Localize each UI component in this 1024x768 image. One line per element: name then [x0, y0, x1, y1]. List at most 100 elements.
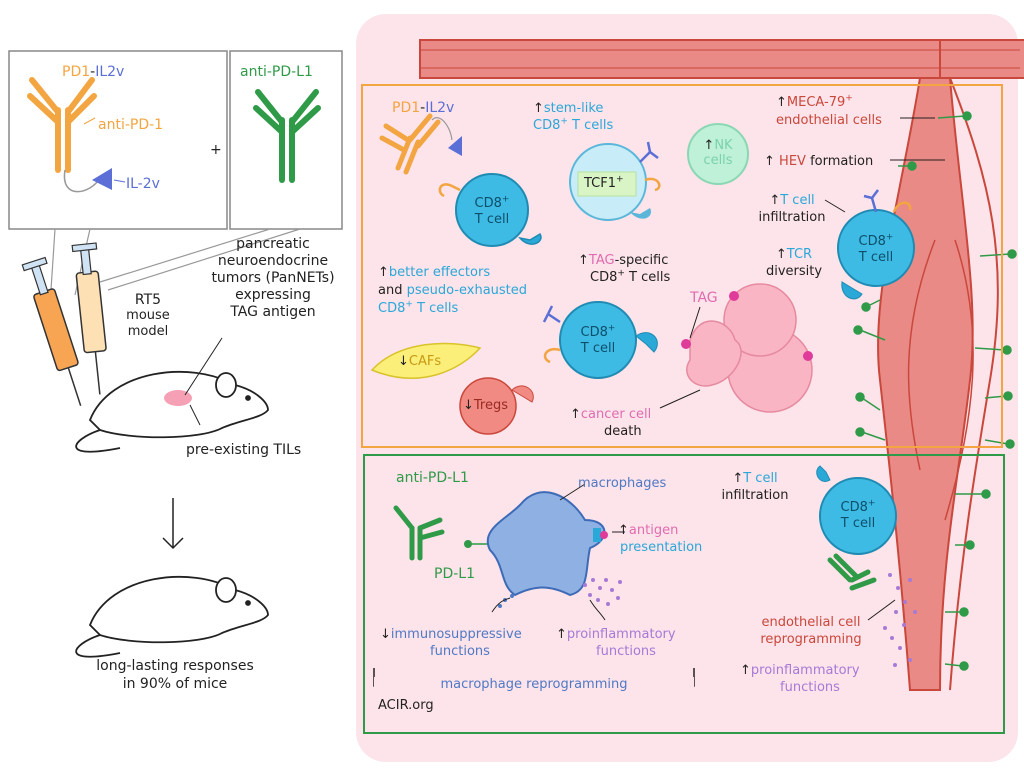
acir-label: ACIR.org [378, 698, 434, 713]
pdl1-label: PD-L1 [434, 566, 475, 582]
cd8-b-text: CD8 [580, 325, 608, 340]
stem-text-3: T cells [567, 118, 614, 133]
cd8-d-text-2: T cell [840, 516, 876, 531]
model-line-1: RT5 [134, 292, 162, 308]
tcell-inf-line-1: T cell [744, 192, 840, 209]
hev-label: HEV formation [764, 154, 873, 170]
immuno-line-1: immunosuppressive [380, 626, 540, 643]
outcome-label: long-lasting responses in 90% of mice [70, 657, 280, 693]
blood-vessel-top [419, 39, 1024, 79]
pd1-label-2: PD1 [392, 100, 421, 116]
tumor-line-2: neuroendocrine [217, 253, 329, 269]
better-line-2: and pseudo-exhausted [378, 282, 527, 300]
macrophage-dots [583, 578, 622, 606]
dash-2: - [420, 100, 426, 116]
better-text-3b: T cells [412, 301, 459, 316]
antigen-line-1: antigen [618, 522, 702, 539]
anti-pd1-label: anti-PD-1 [98, 117, 164, 133]
mouse-icon [75, 370, 269, 453]
stem-like-label: stem-like CD8+ T cells [533, 100, 613, 134]
tag-spec-line-2: CD8+ T cells [578, 269, 670, 286]
tag-spec-line-1: TAG-specific [578, 252, 670, 269]
down-arrow-icon [162, 498, 184, 550]
better-effectors-label: better effectors and pseudo-exhausted CD… [378, 264, 527, 318]
tumor-line-1: pancreatic [236, 236, 310, 252]
cd8-b-label: CD8+ T cell [566, 324, 630, 357]
immunosuppressive-label: immunosuppressive functions [380, 626, 540, 660]
meca-sup: + [845, 93, 853, 104]
tcf1-sup: + [616, 174, 624, 185]
vessel-dots [883, 573, 917, 667]
tcf1-label: TCF1+ [584, 174, 624, 192]
outcome-line-1: long-lasting responses [96, 658, 254, 674]
immuno-line-2: functions [430, 644, 490, 659]
tag-spec-text-1b: -specific [614, 253, 669, 268]
tcell-inf-text-1: T cell [780, 193, 815, 208]
cancer-cells-icon [681, 283, 813, 413]
hev-text-b: formation [805, 154, 874, 169]
stem-text-2: CD8 [533, 118, 561, 133]
il2v-icon [92, 168, 112, 190]
meca-text-1: MECA-79 [786, 95, 846, 110]
cancer-line-1: cancer cell [570, 406, 651, 423]
stem-line-2: CD8+ T cells [533, 117, 613, 134]
proinf-line-2: functions [596, 644, 656, 659]
cd8-b-text-2: T cell [580, 341, 616, 356]
model-line-3: model [127, 324, 169, 339]
tcell-inf2-line-2: infiltration [721, 488, 789, 503]
pd1il2v-panel-label: PD1-IL2v [392, 100, 454, 116]
nk-line-2: cells [703, 153, 733, 168]
tumor-spot-icon [164, 390, 192, 406]
macrophage-reprogramming-label: macrophage reprogramming [374, 677, 694, 693]
pd1-il2v-title: PD1-IL2v [62, 64, 124, 80]
tcr-diversity-label: TCR diversity [754, 246, 834, 280]
anti-pdl1-box [229, 50, 343, 230]
macrophage-cell [486, 491, 606, 597]
tag-spec-sup: + [617, 268, 625, 279]
cd8-a-text: CD8 [474, 196, 502, 211]
vessel-ligands [853, 111, 1017, 671]
nk-line-1: NK [696, 138, 740, 153]
endothelial-reprogramming-label: endothelial cell reprogramming [748, 614, 874, 648]
il2v-label-2: IL2v [425, 100, 455, 116]
stem-text-1: stem-like [543, 101, 604, 116]
cafs-text: CAFs [408, 354, 442, 369]
tcr-text-1: TCR [786, 247, 813, 262]
il2v-caption: IL-2v [126, 176, 160, 192]
plus-sign: + [210, 142, 222, 158]
cd8-c-text-2: T cell [858, 250, 894, 265]
nk-label: NK cells [696, 138, 740, 168]
pd1-il2v-drug-icon [379, 113, 441, 175]
cd8-tcell-b [559, 301, 637, 379]
tag-label: TAG [690, 290, 718, 306]
syringe-light-icon [71, 242, 107, 395]
tcf1-text: TCF1 [584, 176, 617, 191]
endo-line-2: reprogramming [760, 632, 862, 647]
mouse-result-icon [75, 575, 269, 658]
il2v-label: IL2v [95, 64, 125, 80]
anti-pd1-antibody-icon [27, 77, 97, 173]
cd8-d-text: CD8 [840, 500, 868, 515]
antigen-label: antigen presentation [618, 522, 702, 556]
tag-spec-text-2: CD8 [590, 270, 618, 285]
tumor-line-5: TAG antigen [230, 304, 316, 320]
cd8-tcell-a [455, 173, 529, 247]
syringe-orange-icon [21, 256, 82, 407]
better-text-1: better effectors [388, 265, 491, 280]
proinflammatory-2-label: proinflammatory functions [740, 662, 880, 696]
tcell-infiltration-2-label: T cell infiltration [700, 470, 810, 504]
meca-line-2: endothelial cells [776, 113, 882, 128]
cancer-text-1: cancer cell [580, 407, 652, 422]
cd8-d-sup: + [867, 498, 876, 509]
cancer-line-2: death [604, 424, 642, 439]
anti-pdl1-small-icon [393, 505, 445, 561]
anti-pdl1-title: anti-PD-L1 [240, 64, 313, 80]
cd8-a-label: CD8+ T cell [460, 195, 524, 228]
proinflammatory-label: proinflammatory functions [556, 626, 696, 660]
better-sup: + [405, 299, 413, 310]
tcell-infiltration-label: T cell infiltration [744, 192, 840, 226]
anti-pdl1-panel-label: anti-PD-L1 [396, 470, 469, 486]
cd8-a-text-2: T cell [474, 212, 510, 227]
cafs-label: CAFs [398, 354, 441, 370]
